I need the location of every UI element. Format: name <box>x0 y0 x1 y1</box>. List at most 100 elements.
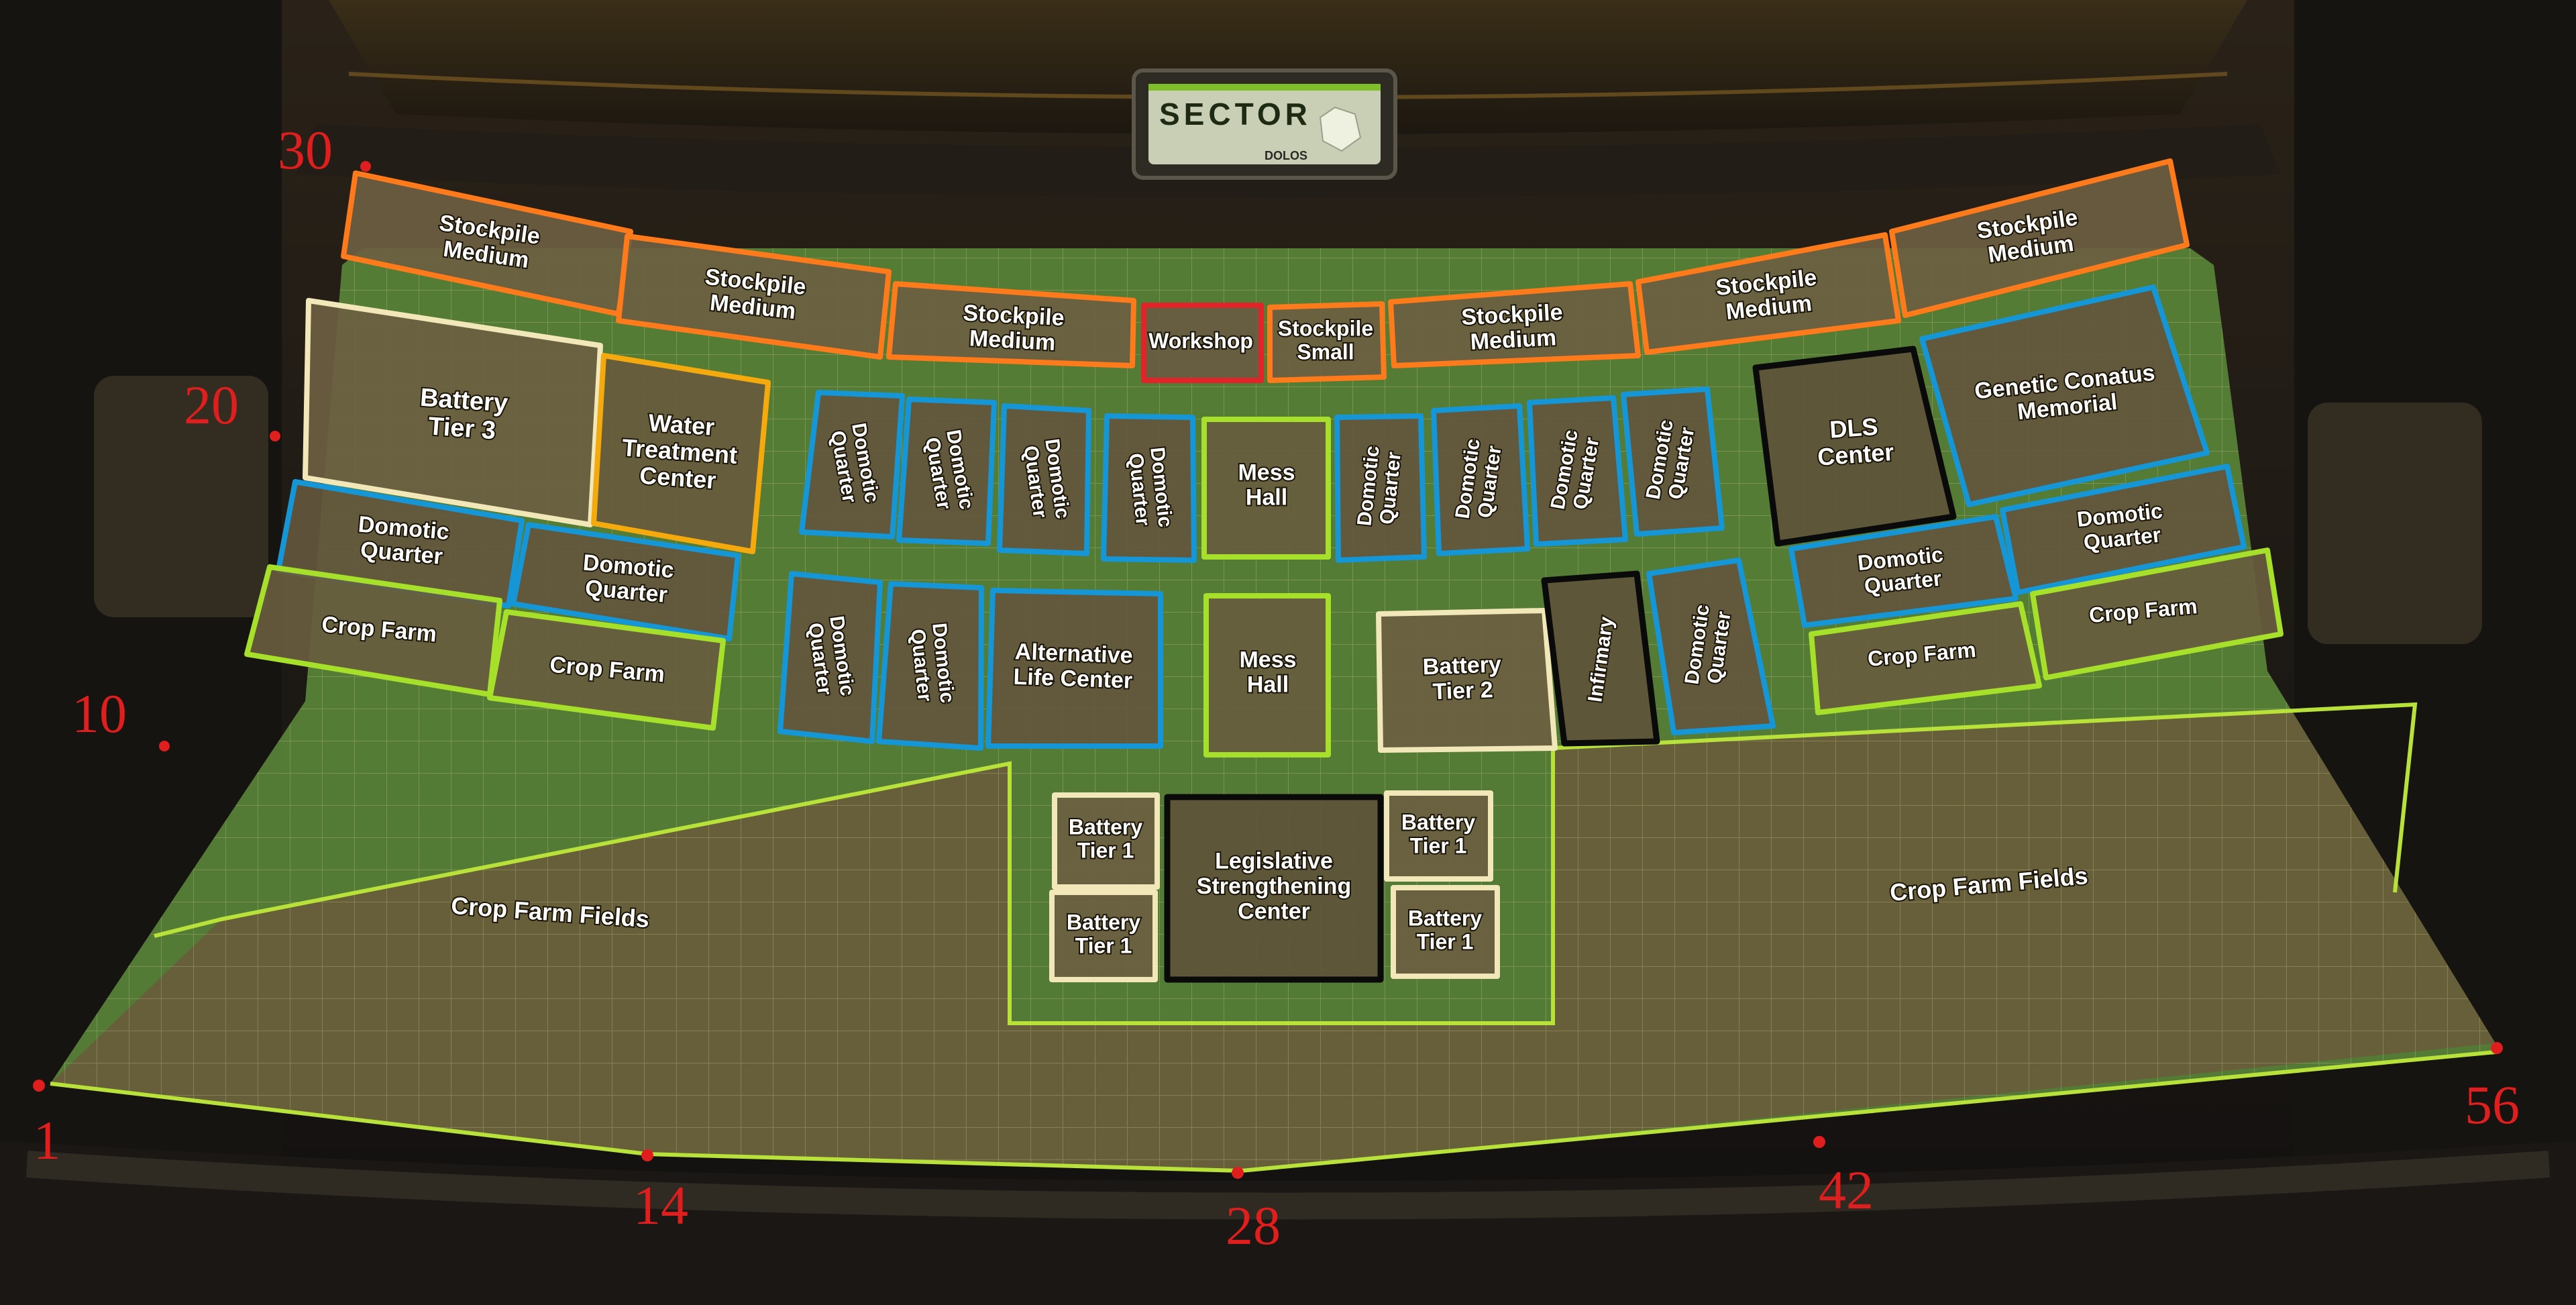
building-crop-farm-l2[interactable]: Crop Farm <box>487 609 726 731</box>
dls-center-label-line: Center <box>1817 437 1895 470</box>
building-stockpile-medium-5[interactable]: StockpileMedium <box>1635 232 1901 355</box>
domotic-quarter-m1-outline <box>777 571 883 744</box>
building-domotic-quarter-r1[interactable]: DomoticQuarter <box>1788 514 2019 628</box>
mess-hall-2-outline <box>1203 593 1331 758</box>
marker-56: 56 <box>2465 1074 2520 1135</box>
dls-center-label: DLSCenter <box>1815 411 1894 470</box>
building-domotic-quarter-l2[interactable]: DomoticQuarter <box>511 522 741 641</box>
building-domotic-quarter-m3[interactable]: DomoticQuarter <box>1646 558 1776 735</box>
battery-tier-3-outline <box>303 298 603 527</box>
battery-tier-1-a-label-line: Battery <box>1069 815 1142 839</box>
alternative-life-center-outline <box>985 588 1163 749</box>
building-water-treatment-center[interactable]: WaterTreatmentCenter <box>591 353 771 554</box>
mess-hall-1-outline <box>1201 417 1331 560</box>
stockpile-medium-3-outline <box>886 281 1136 368</box>
building-domotic-quarter-u1[interactable]: DomoticQuarter <box>799 390 905 539</box>
legislative-strengthening-center-label-line: Legislative <box>1215 849 1333 874</box>
domotic-quarter-u2-outline <box>896 397 997 546</box>
water-treatment-center-label-line: Center <box>639 461 717 494</box>
water-treatment-center-outline <box>591 353 771 554</box>
domotic-quarter-r2-label: DomoticQuarter <box>2076 499 2166 555</box>
building-stockpile-medium-3[interactable]: StockpileMedium <box>886 281 1136 368</box>
domotic-quarter-u8-outline <box>1621 386 1725 537</box>
domotic-quarter-m2-label: DomoticQuarter <box>906 622 958 707</box>
battery-tier-2-outline <box>1376 608 1558 753</box>
marker-14-dot <box>641 1149 653 1161</box>
alternative-life-center-label-line: Alternative <box>1014 639 1133 668</box>
building-crop-farm-r2[interactable]: Crop Farm <box>2030 547 2284 680</box>
battery-tier-2-label-line: Tier 2 <box>1432 677 1493 704</box>
building-domotic-quarter-u7[interactable]: DomoticQuarter <box>1527 395 1628 547</box>
domotic-quarter-r1-outline <box>1788 514 2019 628</box>
marker-20-dot <box>270 431 280 441</box>
legislative-strengthening-center-label-line: Strengthening <box>1197 874 1351 899</box>
marker-20: 20 <box>184 374 239 435</box>
crop-farm-l2-outline <box>487 609 726 731</box>
alternative-life-center-label-line: Life Center <box>1013 664 1133 694</box>
crop-farm-r2-outline <box>2030 547 2284 680</box>
infirmary-outline <box>1541 570 1660 747</box>
stockpile-medium-3-label-line: Medium <box>969 325 1056 356</box>
building-battery-tier-2[interactable]: BatteryTier 2 <box>1376 608 1558 753</box>
building-domotic-quarter-u3[interactable]: DomoticQuarter <box>997 403 1091 556</box>
stockpile-small-outline <box>1267 301 1387 383</box>
domotic-quarter-u5-label: DomoticQuarter <box>1353 445 1405 529</box>
dls-center-label-line: DLS <box>1829 412 1879 443</box>
stockpile-medium-4-label: StockpileMedium <box>1460 299 1564 355</box>
domotic-quarter-l2-outline <box>511 522 741 641</box>
building-stockpile-medium-2[interactable]: StockpileMedium <box>616 233 892 360</box>
mess-hall-2-label-line: Hall <box>1247 672 1289 698</box>
marker-56-dot <box>2491 1042 2503 1054</box>
building-alternative-life-center[interactable]: AlternativeLife Center <box>985 588 1163 749</box>
battery-tier-3-label: BatteryTier 3 <box>417 384 508 446</box>
building-domotic-quarter-u4[interactable]: DomoticQuarter <box>1101 413 1197 563</box>
battery-tier-1-b-label-line: Battery <box>1067 910 1140 935</box>
crop-farm-r1-outline <box>1809 601 2042 715</box>
battery-tier-1-c-label-line: Battery <box>1401 811 1475 835</box>
stockpile-small-label-line: Small <box>1297 340 1354 364</box>
marker-42-dot <box>1813 1136 1825 1148</box>
building-domotic-quarter-u2[interactable]: DomoticQuarter <box>896 397 997 546</box>
building-stockpile-medium-4[interactable]: StockpileMedium <box>1388 281 1641 368</box>
domotic-quarter-u4-label: DomoticQuarter <box>1124 446 1176 531</box>
dls-center-outline <box>1752 346 1957 547</box>
battery-tier-1-a-label-line: Tier 1 <box>1077 839 1134 863</box>
building-battery-tier-3[interactable]: BatteryTier 3 <box>303 298 603 527</box>
legislative-strengthening-center-outline <box>1164 794 1384 983</box>
workshop-label: Workshop <box>1148 329 1253 353</box>
sector-sign: SECTOR DOLOS <box>1132 68 1397 180</box>
marker-14: 14 <box>633 1175 688 1236</box>
plot-boundary <box>50 1050 2496 1173</box>
building-domotic-quarter-r2[interactable]: DomoticQuarter <box>2000 464 2247 595</box>
building-genetic-conatus-memorial[interactable]: Genetic ConatusMemorial <box>1919 284 2210 507</box>
building-domotic-quarter-u5[interactable]: DomoticQuarter <box>1334 413 1427 563</box>
domotic-quarter-r2-outline <box>2000 464 2247 595</box>
building-infirmary[interactable]: Infirmary <box>1541 570 1660 747</box>
building-domotic-quarter-m1[interactable]: DomoticQuarter <box>777 571 883 744</box>
building-domotic-quarter-u6[interactable]: DomoticQuarter <box>1431 403 1530 556</box>
water-treatment-center-label-line: Water <box>647 409 715 441</box>
building-crop-farm-r1[interactable]: Crop Farm <box>1809 601 2042 715</box>
battery-tier-3-label-line: Tier 3 <box>427 412 496 445</box>
domotic-quarter-m3-outline <box>1646 558 1776 735</box>
ceiling-panel <box>329 0 2247 134</box>
building-stockpile-medium-6[interactable]: StockpileMedium <box>1889 158 2190 318</box>
building-domotic-quarter-u8[interactable]: DomoticQuarter <box>1621 386 1725 537</box>
building-domotic-quarter-m2[interactable]: DomoticQuarter <box>876 581 984 751</box>
building-workshop[interactable]: Workshop <box>1141 303 1264 383</box>
stockpile-small-label-line: Stockpile <box>1278 317 1373 341</box>
building-dls-center[interactable]: DLSCenter <box>1752 346 1957 547</box>
